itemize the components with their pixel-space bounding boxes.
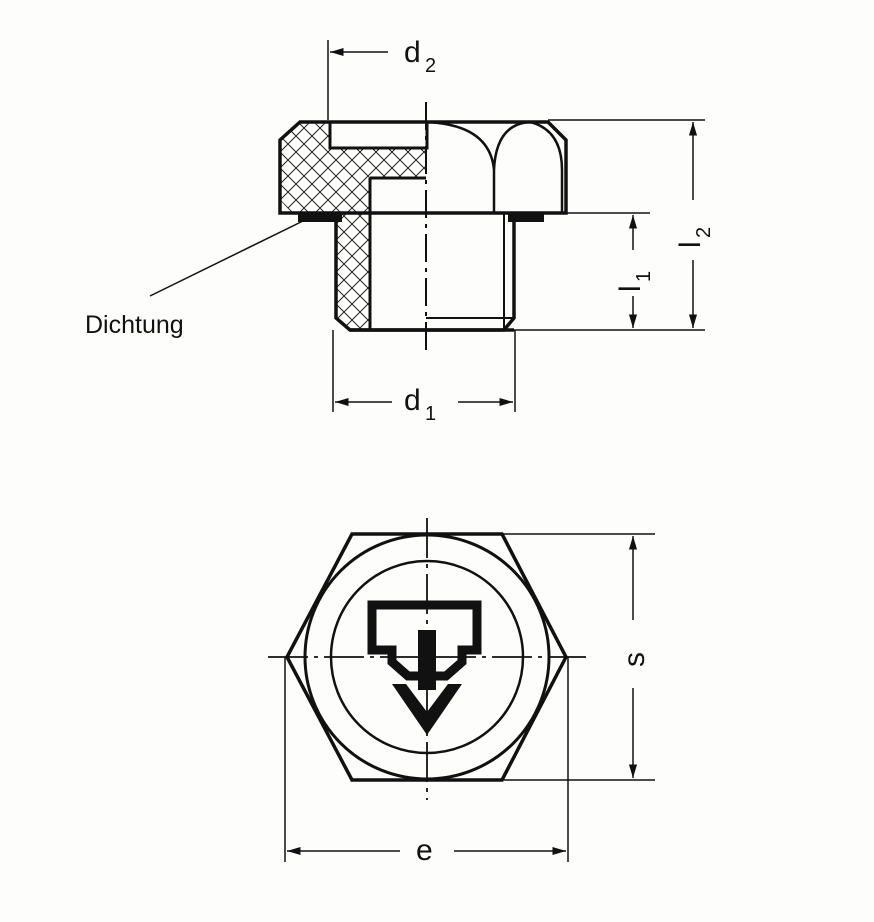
d1-label: d bbox=[404, 384, 421, 417]
l2-sub: 2 bbox=[693, 227, 715, 238]
thread-line bbox=[426, 212, 514, 330]
inner-step bbox=[368, 176, 426, 330]
seal-leader-line bbox=[149, 219, 306, 297]
d1-sub: 1 bbox=[425, 403, 436, 425]
hex-flank-curves bbox=[426, 120, 564, 213]
seal-left bbox=[298, 213, 342, 222]
seal-label: Dichtung bbox=[85, 311, 184, 339]
d2-sub: 2 bbox=[425, 55, 436, 77]
l1-label: l bbox=[614, 285, 647, 292]
side-section-view: d 2 d 1 l 1 l 2 Dichtung bbox=[85, 36, 715, 425]
l1-sub: 1 bbox=[633, 271, 655, 282]
window-cavity bbox=[328, 120, 429, 150]
s-label: s bbox=[618, 652, 651, 667]
section-hatch bbox=[280, 122, 427, 330]
l2-label: l bbox=[674, 241, 707, 248]
seal-right bbox=[508, 213, 544, 222]
top-view: s e bbox=[268, 518, 655, 867]
drain-arrow-symbol-icon bbox=[367, 600, 482, 735]
e-label: e bbox=[416, 834, 433, 867]
d2-label: d bbox=[404, 36, 421, 69]
